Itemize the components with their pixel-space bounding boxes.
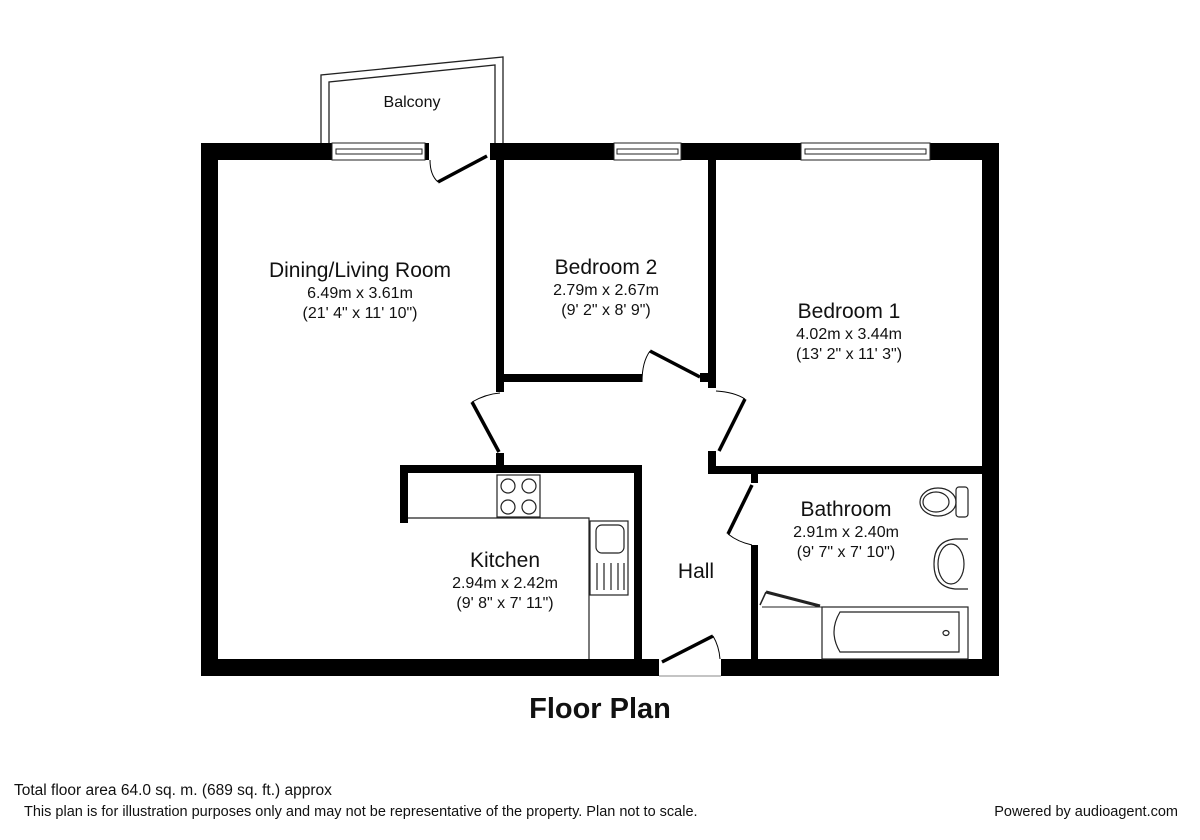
bathroom-door [726, 484, 754, 535]
outer-walls [201, 143, 999, 676]
hall-label: Hall [678, 559, 714, 585]
room-imperial: (9' 8" x 7' 11") [456, 595, 554, 612]
room-name: Bedroom 2 [554, 256, 658, 279]
bedroom1-door [717, 398, 747, 452]
doors [429, 154, 754, 664]
room-metric: 2.79m x 2.67m [553, 282, 659, 299]
room-metric: 6.49m x 3.61m [307, 285, 413, 302]
balcony-label: Balcony [383, 94, 441, 111]
room-metric: 2.94m x 2.42m [452, 575, 558, 592]
kitchen-label: Kitchen 2.94m x 2.42m (9' 8" x 7' 11") [452, 548, 558, 614]
front-door [661, 634, 714, 664]
bedroom1-label: Bedroom 1 4.02m x 3.44m (13' 2" x 11' 3"… [796, 299, 902, 365]
toilet-icon [919, 486, 969, 518]
bedroom2-door [649, 349, 701, 379]
balcony-outline [320, 56, 504, 143]
room-imperial: (21' 4" x 11' 10") [302, 305, 418, 322]
disclaimer: This plan is for illustration purposes o… [24, 804, 698, 820]
bath-icon [821, 606, 969, 660]
windows [331, 142, 931, 161]
plan-title: Floor Plan [529, 693, 671, 725]
bathroom-label: Bathroom 2.91m x 2.40m (9' 7" x 7' 10") [793, 497, 899, 563]
floor-plan-drawing [201, 56, 999, 677]
dining-door [470, 401, 501, 453]
total-floor-area: Total floor area 64.0 sq. m. (689 sq. ft… [14, 782, 332, 799]
room-imperial: (13' 2" x 11' 3") [795, 346, 903, 363]
room-imperial: (9' 2" x 8' 9") [561, 302, 651, 319]
room-name: Dining/Living Room [268, 259, 452, 282]
room-name: Bathroom [800, 498, 892, 521]
bedroom2-label: Bedroom 2 2.79m x 2.67m (9' 2" x 8' 9") [553, 255, 659, 321]
balcony-door [437, 154, 488, 184]
hob-icon [496, 474, 541, 518]
bathroom-fixtures [759, 486, 969, 660]
room-metric: 2.91m x 2.40m [793, 524, 899, 541]
basin-icon [933, 538, 968, 590]
dining-living-room-label: Dining/Living Room 6.49m x 3.61m (21' 4"… [269, 258, 451, 324]
room-imperial: (9' 7" x 7' 10") [796, 544, 896, 561]
kitchen-fixtures [408, 474, 629, 659]
room-name: Kitchen [469, 549, 541, 572]
room-metric: 4.02m x 3.44m [796, 326, 902, 343]
sink-icon [589, 520, 629, 596]
room-name: Hall [677, 560, 715, 583]
powered-by: Powered by audioagent.com [994, 804, 1178, 820]
room-name: Bedroom 1 [797, 300, 901, 323]
interior-walls [400, 160, 982, 659]
